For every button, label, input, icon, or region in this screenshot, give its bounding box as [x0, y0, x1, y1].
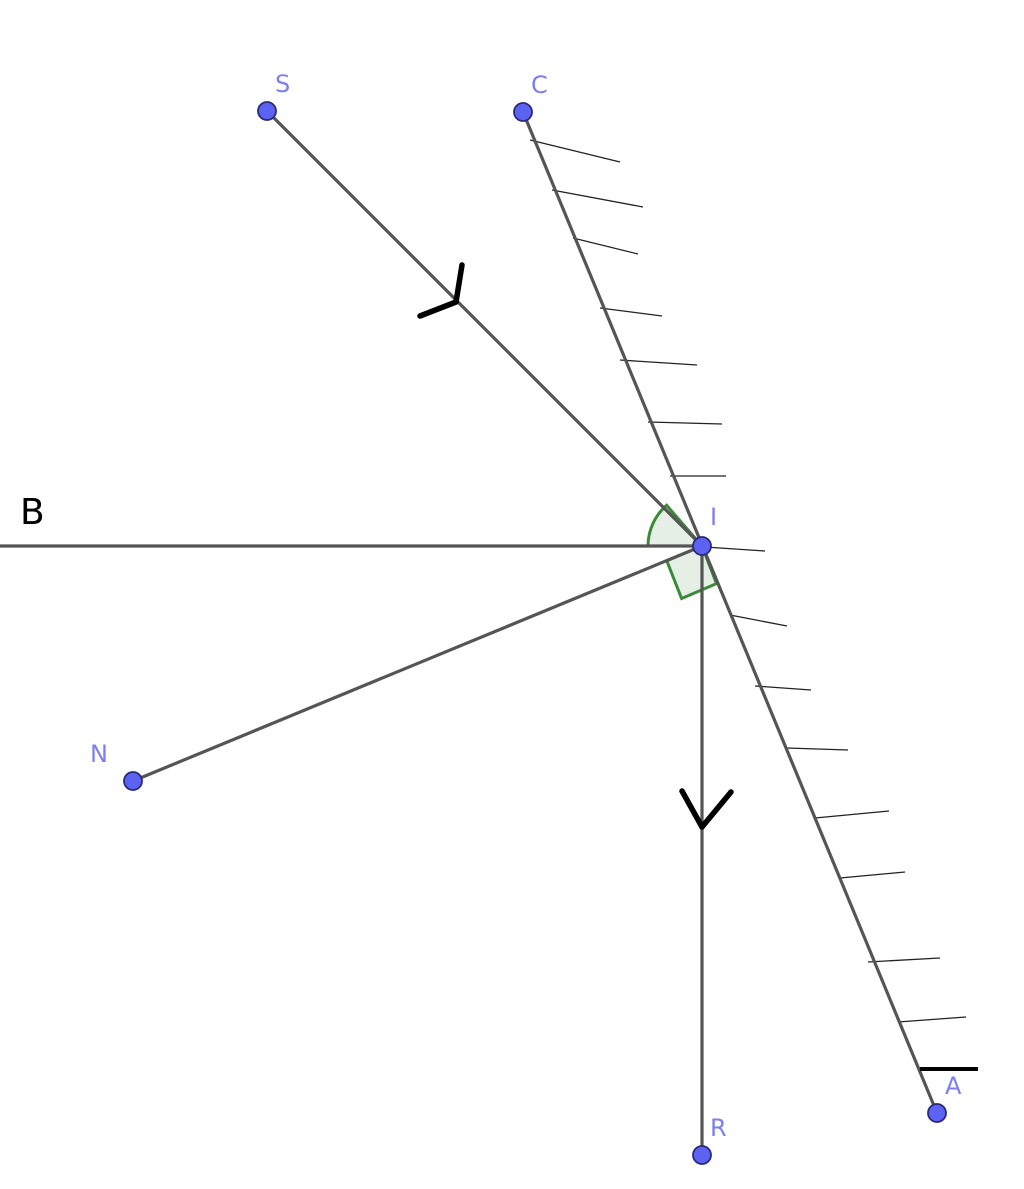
label-R: R: [710, 1114, 727, 1142]
label-B: B: [20, 492, 45, 533]
incident-ray-arrow: [417, 262, 465, 319]
point-S[interactable]: [257, 101, 277, 121]
point-I[interactable]: [692, 536, 712, 556]
label-S: S: [275, 70, 290, 98]
point-R[interactable]: [692, 1145, 712, 1165]
point-A[interactable]: [927, 1103, 947, 1123]
reflection-angle-mark: [664, 544, 719, 601]
label-C: C: [531, 71, 548, 99]
label-I: I: [710, 503, 717, 531]
point-C[interactable]: [513, 102, 533, 122]
point-N[interactable]: [123, 771, 143, 791]
label-N: N: [90, 740, 108, 768]
mirror-line-CA: [521, 110, 939, 1115]
incident-ray-SI: [265, 109, 704, 548]
label-A: A: [945, 1072, 962, 1100]
mirror-hatching: [529, 139, 967, 1023]
reflected-ray-arrow: [679, 788, 734, 830]
segment-IN: [131, 544, 704, 783]
